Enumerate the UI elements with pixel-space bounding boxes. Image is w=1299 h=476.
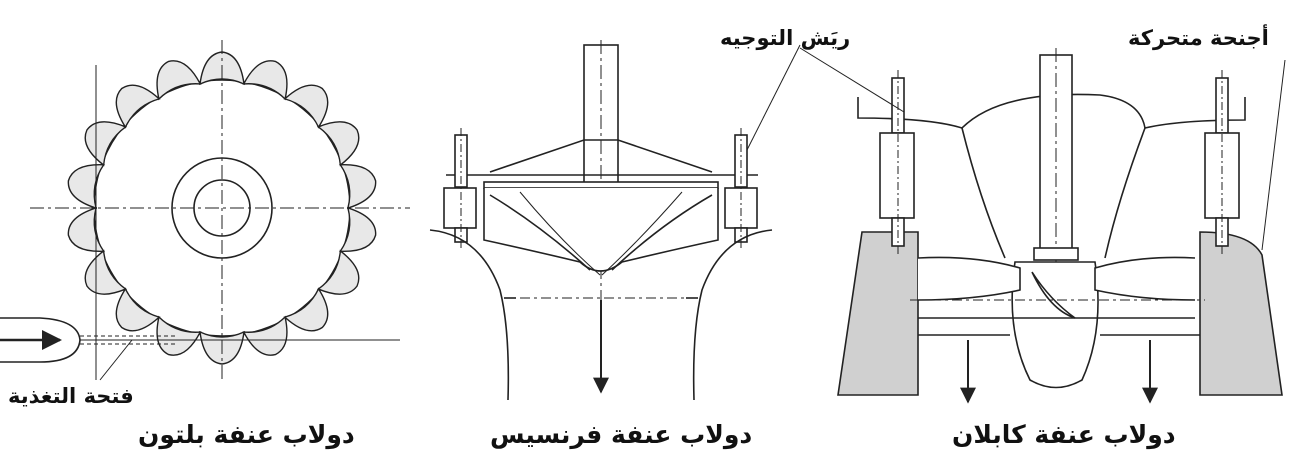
pelton-bucket [283, 84, 329, 129]
feed-opening-label: فتحة التغذية [8, 384, 134, 408]
francis-crown [489, 139, 713, 173]
pelton-wheel [0, 40, 410, 381]
kaplan-hub-right [1104, 127, 1146, 259]
pelton-bucket [115, 287, 161, 332]
pelton-bucket [339, 164, 377, 210]
guide-vane-left [443, 187, 477, 229]
kaplan-top-housing [857, 93, 1246, 129]
pelton-caption: دولاب عنفة بلتون [138, 420, 355, 449]
francis-runner [483, 188, 719, 272]
pelton-bucket [339, 206, 377, 252]
francis-blade [601, 191, 683, 276]
pelton-bucket [115, 84, 161, 129]
guide-vanes-label: ريَش التوجيه [720, 26, 851, 50]
kaplan-casing-right [1199, 231, 1283, 396]
francis-draft-right [692, 229, 773, 401]
pelton-bucket [156, 315, 202, 356]
kaplan-hub [1011, 261, 1099, 389]
kaplan-blade-right [1094, 256, 1196, 301]
pelton-bucket [316, 249, 360, 295]
movable-blades-label: أجنحة متحركة [1128, 26, 1269, 50]
pelton-bucket [67, 206, 105, 252]
pelton-bucket [242, 60, 288, 101]
pelton-bucket [242, 315, 288, 356]
pelton-bucket [84, 249, 128, 295]
kaplan-caption: دولاب عنفة كابلان [952, 420, 1176, 449]
guide-vanes-leader [746, 44, 801, 151]
kaplan-blade-left [917, 256, 1021, 301]
feed-opening-leader [99, 339, 133, 381]
francis-draft-left [429, 229, 510, 401]
pelton-bucket [283, 287, 329, 332]
francis-caption: دولاب عنفة فرنسيس [490, 420, 753, 449]
movable-blades-leader [1261, 59, 1286, 251]
guide-vanes-leader-kaplan [799, 47, 905, 113]
pelton-bucket [156, 60, 202, 101]
pelton-bucket [67, 164, 105, 210]
francis-blade [489, 194, 591, 271]
francis-blade [611, 194, 713, 271]
pelton-bucket [316, 121, 360, 167]
kaplan-servo-left [879, 132, 915, 219]
kaplan-collar [1033, 247, 1079, 261]
kaplan-hub-left [961, 127, 1006, 259]
kaplan-casing-left [837, 231, 919, 396]
francis-blade [519, 191, 601, 276]
pelton-bucket [84, 121, 128, 167]
francis-wheel [429, 40, 801, 401]
francis-band [483, 181, 719, 189]
kaplan-wheel [799, 47, 1286, 404]
